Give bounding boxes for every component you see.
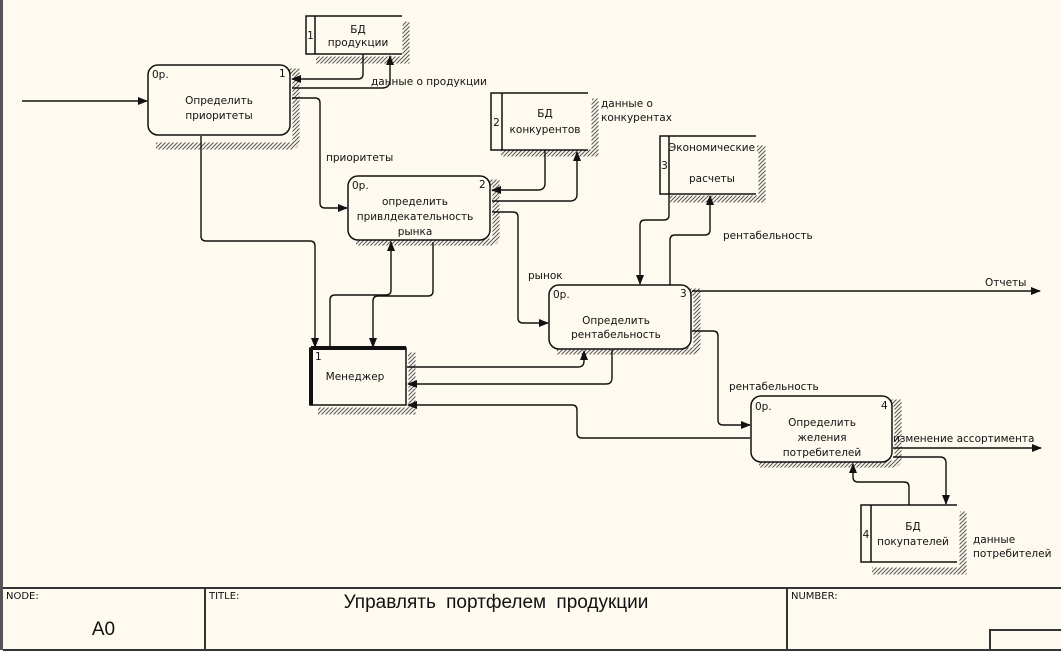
activity-label-line: привлдекательность (357, 211, 474, 223)
arrow-act4-to-manager[interactable] (407, 401, 750, 439)
arrow-label: изменение ассортимента (893, 433, 1034, 445)
diagram-frame-left-border (0, 0, 3, 650)
arrow-priorities[interactable] (292, 97, 348, 212)
activity-shadow (759, 399, 902, 468)
activity-rect (347, 175, 491, 241)
title-block-node-cell: NODE: A0 (3, 589, 206, 649)
activity-rect (548, 284, 692, 350)
data-store-label-line: расчеты (689, 173, 735, 185)
data-store-number: 1 (307, 30, 314, 42)
data-store-outline (659, 135, 756, 195)
data-store-3[interactable]: 3 Экономические расчеты (659, 135, 766, 203)
activity-label-line: потребителей (783, 447, 861, 459)
activity-label-line: рентабельность (571, 329, 661, 341)
data-store-label-line: покупателей (877, 536, 949, 548)
activity-rect (147, 64, 291, 136)
external-entity-label: Менеджер (326, 371, 385, 383)
activity-number: 1 (279, 68, 286, 80)
arrow-ds2-to-act2[interactable] (491, 150, 546, 194)
arrow-label: данные о (601, 98, 653, 110)
title-block: NODE: A0 TITLE: Управлять портфелем прод… (3, 587, 1061, 651)
arrow-ds3-to-act3[interactable] (636, 194, 670, 285)
node-value: A0 (91, 619, 116, 640)
data-store-shadow (670, 145, 766, 203)
activity-cost: 0р. (553, 289, 570, 301)
data-store-label-line: продукции (328, 37, 389, 49)
arrow-manager-to-act3[interactable] (407, 350, 588, 368)
activity-box-4[interactable]: 0р. 4 Определить желения потребителей (750, 395, 902, 468)
activity-box-2[interactable]: 0р. 2 определить привлдекательность рынк… (347, 175, 500, 246)
arrow-label: Отчеты (985, 277, 1026, 289)
data-store-shadow (872, 511, 967, 575)
activity-number: 4 (881, 400, 888, 412)
arrow-label: конкурентах (601, 112, 672, 124)
diagram-title: Управлять портфелем продукции (343, 592, 649, 613)
arrow-market[interactable] (492, 211, 549, 327)
arrow-profitability-to-act4[interactable] (692, 330, 751, 429)
activity-label-line: Определить (185, 95, 253, 107)
data-store-outline (490, 92, 588, 151)
data-store-label-line: конкурентов (510, 124, 581, 136)
arrow-act4-to-ds4[interactable] (893, 456, 950, 505)
arrow-ds4-to-act4[interactable] (849, 463, 910, 505)
activity-cost: 0р. (755, 401, 772, 413)
arrow-act3-to-manager[interactable] (407, 350, 613, 388)
data-store-label-line: Экономические (669, 142, 755, 154)
arrow-act2-to-ds2[interactable] (492, 151, 581, 202)
data-store-shadow (316, 21, 410, 64)
data-store-label-line: БД (905, 521, 920, 533)
arrow-label: рентабельность (723, 230, 813, 242)
activity-rect (750, 395, 893, 463)
title-block-title-cell: TITLE: Управлять портфелем продукции (206, 589, 788, 649)
activity-box-1[interactable]: 0р. 1 Определить приоритеты (147, 64, 300, 150)
activity-label-line: приоритеты (185, 110, 252, 122)
node-label: NODE: (6, 591, 39, 602)
activity-label-line: рынка (398, 226, 433, 238)
arrow-act2-to-manager[interactable] (369, 242, 434, 348)
data-store-shadow (501, 98, 599, 157)
data-store-number: 4 (863, 529, 870, 541)
data-store-2[interactable]: 2 БД конкурентов (490, 92, 599, 157)
arrow-ds1-to-act1[interactable] (291, 54, 364, 83)
arrow-act1-to-manager[interactable] (200, 136, 319, 348)
arrow-label: данные о продукции (371, 76, 487, 88)
activity-cost: 0р. (152, 69, 169, 81)
data-store-outline (305, 15, 402, 55)
activity-label-line: Определить (788, 417, 856, 429)
external-entity-thick-edge (309, 346, 406, 405)
activity-number: 2 (479, 179, 486, 191)
activity-cost: 0р. (352, 180, 369, 192)
activity-box-3[interactable]: 0р. 3 Определить рентабельность (548, 284, 701, 355)
number-value-box (989, 629, 1061, 649)
number-label: NUMBER: (791, 591, 838, 602)
title-label: TITLE: (209, 591, 240, 602)
activity-shadow (557, 288, 701, 355)
activity-number: 3 (680, 288, 687, 300)
arrow-act1-to-ds1[interactable] (292, 55, 394, 89)
data-store-number: 2 (493, 117, 500, 129)
activity-label-line: Определить (582, 315, 650, 327)
data-store-label-line: БД (350, 24, 365, 36)
activity-shadow (356, 179, 500, 246)
data-store-4[interactable]: 4 БД покупателей (860, 504, 967, 575)
arrows (22, 54, 1042, 505)
arrow-label: данные (973, 534, 1015, 546)
title-block-number-cell: NUMBER: (788, 589, 1061, 649)
arrow-label: рентабельность (729, 381, 819, 393)
data-store-number: 3 (661, 160, 668, 172)
arrow-label: рынок (528, 270, 563, 282)
arrow-label: потребителей (973, 548, 1051, 560)
activity-shadow (156, 68, 300, 150)
external-entity-rect (309, 347, 407, 406)
arrow-label: приоритеты (326, 152, 393, 164)
activity-label-line: определить (382, 196, 448, 208)
external-entity-manager[interactable]: 1 Менеджер (309, 346, 416, 415)
activity-label-line: желения (797, 432, 846, 444)
external-entity-number: 1 (315, 351, 322, 363)
data-store-1[interactable]: 1 БД продукции (305, 15, 410, 64)
arrow-act3-to-ds3[interactable] (669, 195, 714, 285)
data-store-label-line: БД (537, 108, 552, 120)
arrow-manager-to-act2[interactable] (329, 241, 395, 348)
